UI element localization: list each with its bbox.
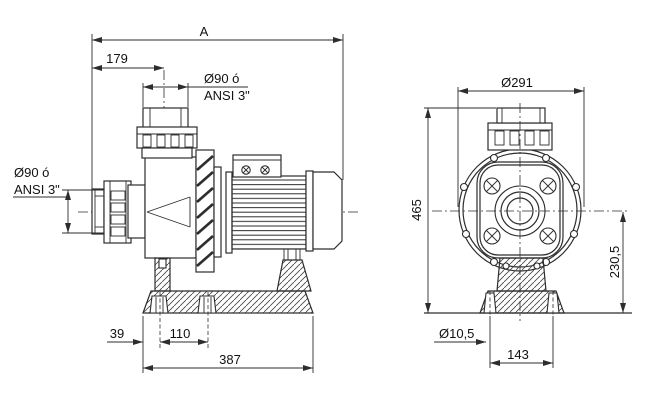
- dim-text-top-port-1: Ø90 ó: [204, 71, 239, 86]
- small-screw-icon: [459, 182, 469, 192]
- base-pedestal: [142, 257, 314, 349]
- flange-screw-icon: [483, 177, 501, 195]
- flange-screw-icon: [539, 227, 557, 245]
- dim-anchor-hole-diameter: Ø10,5: [434, 326, 486, 345]
- motor-foot: [276, 259, 312, 292]
- dim-text-base-length: 387: [219, 352, 241, 367]
- small-screw-icon: [489, 153, 499, 163]
- dim-text-anchor-hole-spacing: 143: [507, 347, 529, 362]
- pedestal-screw-icon: [502, 262, 510, 270]
- dim-axis-height: 230,5: [607, 212, 626, 313]
- small-screw-icon: [541, 153, 551, 163]
- pump-body: [144, 156, 197, 259]
- dim-top-port: Ø90 ó ANSI 3": [142, 71, 250, 107]
- discharge-union-nut: [136, 126, 198, 149]
- dim-overall-height: 465: [409, 107, 496, 313]
- dim-text-hole-spacing: 110: [170, 326, 191, 341]
- pedestal-screw-icon: [533, 262, 541, 270]
- motor: [225, 154, 343, 260]
- dim-anchor-hole-spacing: 143: [490, 347, 553, 366]
- base: [142, 290, 314, 314]
- dim-text-top-port-2: ANSI 3": [204, 88, 250, 103]
- anchor-slot: [197, 295, 217, 314]
- flange-screw-icon: [539, 177, 557, 195]
- anchor-slot: [149, 295, 169, 314]
- suction-union-nut: [103, 180, 132, 244]
- dim-suction-port: Ø90 ó ANSI 3": [13, 165, 104, 234]
- dim-edge-to-hole: 39: [107, 326, 143, 345]
- side-view: A 179 Ø90 ó ANSI 3" Ø90 ó ANSI 3": [13, 24, 359, 373]
- small-screw-icon: [569, 229, 579, 239]
- anchor-slot: [483, 292, 497, 314]
- dim-text-suction-port-1: Ø90 ó: [14, 165, 49, 180]
- dim-hole-spacing: 110: [160, 326, 208, 345]
- anchor-slot: [546, 292, 560, 314]
- dim-text-suction-port-2: ANSI 3": [14, 182, 60, 197]
- small-screw-icon: [571, 182, 581, 192]
- dim-text-body-diameter: Ø291: [501, 75, 533, 90]
- dim-text-overall-length: A: [200, 24, 209, 39]
- motor-fins: [231, 175, 307, 250]
- dim-text-overall-height: 465: [409, 199, 424, 221]
- front-view: Ø291 465 230,5 Ø10,5 143: [409, 75, 632, 368]
- dim-text-axis-height: 230,5: [607, 246, 622, 279]
- terminal-box: [232, 154, 282, 178]
- dim-port-offset: 179: [92, 51, 164, 71]
- small-screw-icon: [489, 257, 499, 267]
- dim-text-port-offset: 179: [106, 51, 128, 66]
- discharge-port: [136, 107, 198, 159]
- dim-text-edge-to-hole: 39: [110, 326, 124, 341]
- small-screw-icon: [461, 229, 471, 239]
- front-centerlines: [432, 103, 627, 321]
- dim-base-length: 387: [142, 316, 314, 373]
- suction-port: [91, 180, 146, 244]
- fan-cover: [312, 171, 343, 250]
- flange-screw-icon: [483, 227, 501, 245]
- dim-body-diameter: Ø291: [457, 75, 585, 207]
- diffuser-bell: [195, 149, 222, 273]
- front-pedestal: [424, 257, 632, 368]
- dim-text-anchor-hole-diameter: Ø10,5: [439, 326, 474, 341]
